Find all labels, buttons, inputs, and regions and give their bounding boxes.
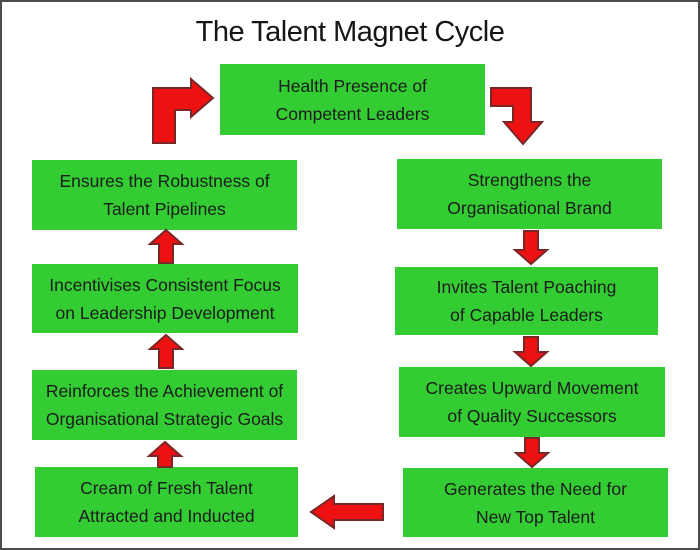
box-text-line: Competent Leaders: [275, 103, 430, 124]
up-arrow-icon: [147, 228, 185, 264]
box-text-line: New Top Talent: [475, 506, 595, 527]
box-generates-need: Generates the Need for New Top Talent: [403, 468, 668, 537]
box-text-line: Generates the Need for: [444, 478, 627, 499]
box-ensures-robustness: Ensures the Robustness of Talent Pipelin…: [32, 160, 297, 230]
box-text-line: Organisational Brand: [447, 198, 612, 218]
box-text-line: Strengthens the: [467, 170, 592, 190]
box-text-line: Organisational Strategic Goals: [45, 409, 284, 429]
box-health-presence: Health Presence of Competent Leaders: [220, 64, 485, 135]
box-invites-poaching: Invites Talent Poaching of Capable Leade…: [395, 267, 658, 335]
box-text-line: Health Presence of: [278, 75, 427, 96]
down-arrow-icon: [512, 336, 550, 368]
box-incentivises-focus: Incentivises Consistent Focus on Leaders…: [32, 264, 298, 333]
down-arrow-icon: [512, 230, 550, 266]
box-text-line: Invites Talent Poaching: [436, 277, 617, 297]
box-text-line: Ensures the Robustness of: [59, 171, 270, 191]
box-text-line: Attracted and Inducted: [78, 506, 255, 526]
up-arrow-icon: [147, 333, 185, 369]
elbow-right-down-arrow-icon: [490, 87, 545, 146]
box-creates-upward-movement: Creates Upward Movement of Quality Succe…: [399, 367, 665, 437]
diagram-title: The Talent Magnet Cycle: [195, 16, 505, 48]
box-text-line: of Capable Leaders: [450, 305, 603, 325]
box-text-line: Reinforces the Achievement of: [45, 381, 284, 401]
box-text-line: Cream of Fresh Talent: [80, 478, 253, 498]
box-strengthens-brand: Strengthens the Organisational Brand: [397, 159, 662, 229]
box-text-line: Creates Upward Movement: [425, 378, 639, 398]
box-text-line: Talent Pipelines: [103, 199, 226, 219]
down-arrow-icon: [513, 437, 551, 469]
box-reinforces-achievement: Reinforces the Achievement of Organisati…: [32, 370, 297, 440]
box-text-line: of Quality Successors: [447, 406, 617, 426]
elbow-up-right-arrow-icon: [152, 76, 215, 144]
left-arrow-icon: [309, 494, 384, 530]
box-text-line: on Leadership Development: [55, 302, 275, 323]
up-arrow-icon: [146, 440, 184, 468]
box-text-line: Incentivises Consistent Focus: [49, 274, 281, 295]
box-cream-of-talent: Cream of Fresh Talent Attracted and Indu…: [35, 467, 298, 537]
